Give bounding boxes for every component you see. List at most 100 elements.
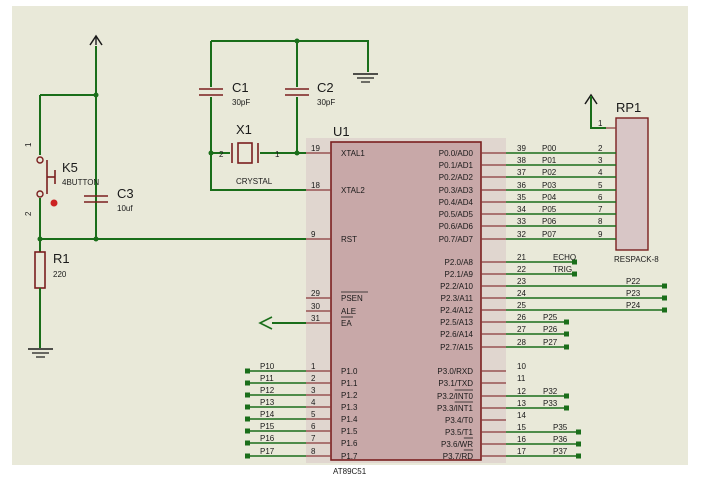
pin-name: ALE: [341, 307, 356, 316]
net-label: P10: [260, 362, 275, 371]
chip-pin-left-p1-0[interactable]: 1P1.0 P10: [245, 362, 358, 376]
r1-ref: R1: [53, 251, 70, 266]
rp1-pin-number: 2: [598, 144, 603, 153]
pin-name: P3.2/INT0: [437, 392, 474, 401]
pin-number: 17: [517, 447, 526, 456]
ground-symbol-left: [28, 348, 53, 358]
chip-ref: U1: [333, 124, 350, 139]
x1-pin-right: 1: [275, 150, 280, 159]
pin-name: P3.3/INT1: [437, 404, 474, 413]
pin-name: P1.0: [341, 367, 358, 376]
pin-name: P2.4/A12: [440, 306, 473, 315]
pin-number: 13: [517, 399, 526, 408]
pin-number: 27: [517, 325, 526, 334]
capacitor-c1[interactable]: [199, 41, 223, 153]
capacitor-c3[interactable]: [84, 195, 108, 203]
rp1-pin-number: 6: [598, 193, 603, 202]
rp1-common-wire[interactable]: [590, 96, 606, 129]
pin-name: P3.6/WR: [441, 440, 473, 449]
pin-number: 2: [311, 374, 316, 383]
k5-value: 4BUTTON: [62, 178, 99, 187]
k5-pin-top: 1: [24, 142, 33, 147]
net-label: P02: [542, 168, 557, 177]
pin-number: 15: [517, 423, 526, 432]
pin-number: 31: [311, 314, 320, 323]
resistor-pack-rp1[interactable]: [615, 117, 649, 251]
pushbutton-k5[interactable]: [36, 95, 58, 239]
rp1-pin-number: 4: [598, 168, 603, 177]
net-label: P33: [543, 399, 558, 408]
pin-number: 39: [517, 144, 526, 153]
rp1-ref: RP1: [616, 100, 641, 115]
rp1-common-pin-num: 1: [598, 119, 603, 128]
junction-x1-right: [294, 150, 300, 156]
net-label: P07: [542, 230, 557, 239]
pin-number: 11: [517, 374, 526, 383]
xtal2-wire[interactable]: [210, 153, 306, 191]
resistor-r1[interactable]: [34, 239, 46, 348]
rp1-pin-number: 7: [598, 205, 603, 214]
pin-name: P2.7/A15: [440, 343, 473, 352]
chip-body[interactable]: [330, 141, 482, 461]
pin-number: 4: [311, 398, 316, 407]
rp1-pin-number: 3: [598, 156, 603, 165]
pin-number: 21: [517, 253, 526, 262]
pin-number: 24: [517, 289, 526, 298]
chip-part: AT89C51: [333, 467, 367, 476]
chip-left-pins: 19XTAL118XTAL29RST29PSEN30ALE31EA1P1.0P1…: [245, 144, 368, 461]
pin-number: 34: [517, 205, 526, 214]
cap-common-wire[interactable]: [211, 40, 369, 72]
net-label: P14: [260, 410, 275, 419]
net-label: P15: [260, 422, 275, 431]
capacitor-c2[interactable]: [285, 41, 309, 153]
crystal-x1[interactable]: [211, 142, 306, 164]
pin-number: 1: [311, 362, 316, 371]
pin-number: 30: [311, 302, 320, 311]
ea-arrow-icon: [258, 316, 273, 330]
pin-number: 16: [517, 435, 526, 444]
pin-number: 26: [517, 313, 526, 322]
rp1-pin: 2: [598, 144, 603, 153]
pin-number: 14: [517, 411, 526, 420]
rp1-pin: 7: [598, 205, 603, 214]
pin-number: 25: [517, 301, 526, 310]
